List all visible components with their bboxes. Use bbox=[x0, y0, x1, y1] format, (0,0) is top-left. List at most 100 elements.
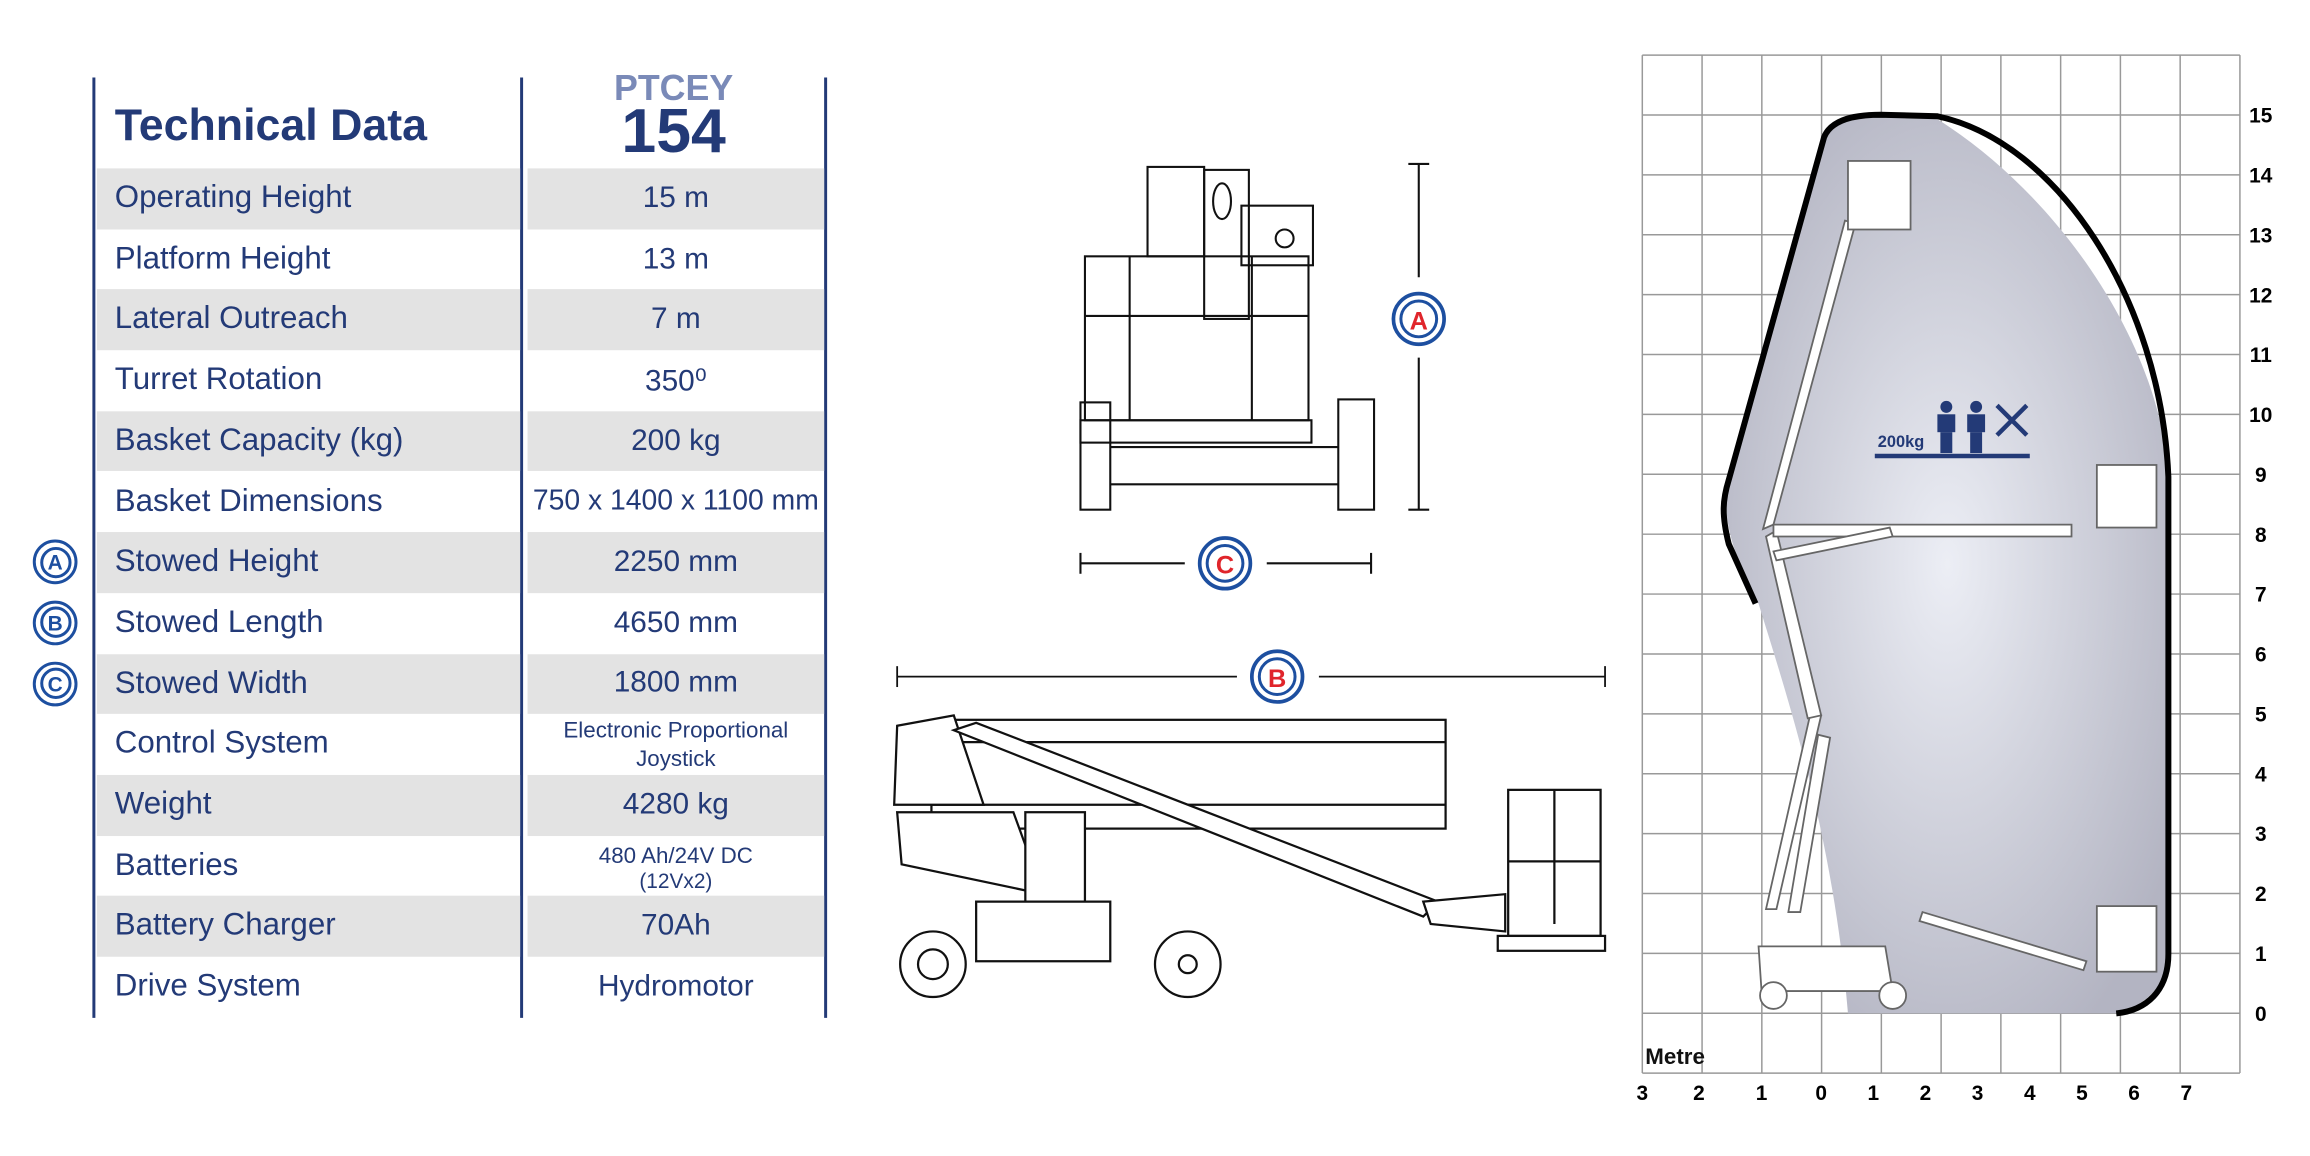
y-tick-label: 4 bbox=[2255, 763, 2267, 786]
y-tick-label: 1 bbox=[2255, 943, 2267, 966]
spec-label: Battery Charger bbox=[114, 908, 336, 943]
spec-label: Stowed Height bbox=[114, 544, 319, 579]
spec-value: 200 kg bbox=[631, 424, 721, 457]
spec-value: 750 x 1400 x 1100 mm bbox=[532, 485, 819, 517]
envelope-outline bbox=[1720, 111, 2172, 1017]
side-view-drawing bbox=[893, 714, 1607, 999]
spec-value: 13 m bbox=[642, 242, 709, 276]
spec-label: Weight bbox=[114, 786, 212, 822]
machine-drawings: A C B bbox=[893, 162, 1607, 999]
spec-value: 4280 kg bbox=[622, 788, 729, 821]
spec-value: 4650 mm bbox=[613, 606, 738, 639]
dimension-b-line bbox=[896, 666, 1606, 688]
y-tick-label: 3 bbox=[2255, 823, 2267, 846]
y-tick-label: 14 bbox=[2249, 165, 2273, 188]
spec-label: Basket Capacity (kg) bbox=[114, 422, 404, 458]
x-tick-label: 5 bbox=[2076, 1082, 2088, 1105]
svg-text:C: C bbox=[1216, 552, 1234, 580]
y-tick-label: 15 bbox=[2249, 105, 2273, 128]
working-envelope bbox=[1726, 114, 2169, 1014]
spec-row: Stowed Height 2250 mm bbox=[96, 532, 825, 593]
x-tick-label: 6 bbox=[2128, 1082, 2140, 1105]
table-border-right bbox=[824, 77, 828, 1018]
x-tick-label: 2 bbox=[1920, 1082, 1932, 1105]
spec-label: Basket Dimensions bbox=[114, 483, 383, 518]
table-title: Technical Data bbox=[114, 101, 428, 151]
unit-label: Metre bbox=[1645, 1044, 1705, 1069]
spec-label: Turret Rotation bbox=[114, 362, 323, 397]
spec-row: Drive System Hydromotor bbox=[97, 957, 824, 1018]
marker-a-badge: A bbox=[32, 539, 78, 585]
x-tick-label: 2 bbox=[1693, 1082, 1705, 1105]
load-icon: 200kg bbox=[1874, 400, 2030, 459]
spec-value: 15 m bbox=[642, 181, 709, 215]
spec-row: Weight 4280 kg bbox=[96, 774, 825, 836]
spec-value: 350⁰ bbox=[644, 365, 707, 398]
spec-value: Electronic Proportional Joystick bbox=[563, 717, 789, 772]
y-tick-label: 5 bbox=[2255, 703, 2267, 726]
y-tick-label: 2 bbox=[2255, 883, 2267, 906]
marker-b-badge: B bbox=[32, 600, 78, 646]
table-divider bbox=[520, 77, 524, 1018]
marker-c: C bbox=[1197, 536, 1253, 591]
spec-value: 70Ah bbox=[641, 909, 711, 943]
x-tick-label: 1 bbox=[1756, 1082, 1768, 1105]
x-tick-label: 3 bbox=[1637, 1082, 1649, 1105]
spec-label: Platform Height bbox=[114, 240, 331, 276]
spec-value: 2250 mm bbox=[613, 545, 738, 579]
dimension-a-line bbox=[1408, 162, 1430, 511]
spec-label: Stowed Width bbox=[114, 665, 308, 700]
svg-text:200kg: 200kg bbox=[1878, 433, 1924, 451]
y-tick-label: 13 bbox=[2249, 224, 2272, 247]
model-prefix: PTCEY bbox=[613, 68, 734, 109]
tools-icon bbox=[1995, 403, 2029, 437]
worker-icon bbox=[1937, 400, 1986, 454]
y-tick-label: 11 bbox=[2250, 344, 2272, 367]
y-tick-label: 0 bbox=[2255, 1003, 2267, 1026]
spec-label: Control System bbox=[114, 726, 329, 761]
spec-row: Stowed Length 4650 mm bbox=[97, 593, 824, 654]
y-tick-label: 9 bbox=[2255, 464, 2267, 487]
spec-value: 1800 mm bbox=[613, 666, 738, 700]
spec-row: Basket Capacity (kg) 200 kg bbox=[96, 411, 825, 472]
spec-label: Stowed Length bbox=[114, 604, 324, 640]
svg-text:B: B bbox=[1268, 665, 1286, 693]
spec-value: 7 m bbox=[651, 302, 701, 336]
x-tick-label: 4 bbox=[2024, 1082, 2036, 1105]
spec-row: Basket Dimensions 750 x 1400 x 1100 mm bbox=[97, 472, 824, 533]
model-number: 154 bbox=[621, 95, 726, 166]
y-tick-label: 7 bbox=[2255, 584, 2267, 607]
spec-value: Hydromotor bbox=[597, 970, 754, 1003]
spec-label: Operating Height bbox=[114, 180, 352, 215]
spec-row: Platform Height 13 m bbox=[97, 229, 824, 290]
y-tick-label: 10 bbox=[2249, 404, 2272, 427]
x-tick-label: 3 bbox=[1972, 1082, 1984, 1105]
marker-c-badge: C bbox=[32, 661, 78, 706]
y-tick-label: 8 bbox=[2255, 524, 2267, 547]
x-tick-label: 1 bbox=[1868, 1082, 1880, 1105]
x-tick-label: 7 bbox=[2180, 1082, 2192, 1105]
spec-row: Lateral Outreach 7 m bbox=[96, 289, 825, 351]
x-tick-label: 0 bbox=[1815, 1082, 1827, 1105]
front-view-drawing bbox=[1079, 165, 1376, 511]
spec-row: Stowed Width 1800 mm bbox=[96, 653, 825, 715]
y-tick-label: 12 bbox=[2249, 284, 2272, 307]
spec-row: Turret Rotation 350⁰ bbox=[97, 350, 824, 411]
spec-row: Battery Charger 70Ah bbox=[96, 896, 825, 957]
spec-label: Batteries bbox=[114, 847, 239, 882]
svg-text:A: A bbox=[1410, 307, 1428, 335]
marker-b: B bbox=[1249, 649, 1305, 704]
spec-label: Lateral Outreach bbox=[114, 301, 348, 336]
boom-drawing bbox=[1757, 160, 2158, 1010]
dimension-c-line bbox=[1079, 552, 1373, 574]
marker-a: A bbox=[1391, 291, 1446, 347]
spec-label: Drive System bbox=[114, 968, 301, 1004]
y-tick-label: 6 bbox=[2255, 644, 2267, 667]
table-border-left bbox=[92, 77, 96, 1018]
spec-row: Operating Height 15 m bbox=[96, 168, 825, 230]
spec-row: Control System Electronic Proportional Jo… bbox=[97, 714, 824, 775]
